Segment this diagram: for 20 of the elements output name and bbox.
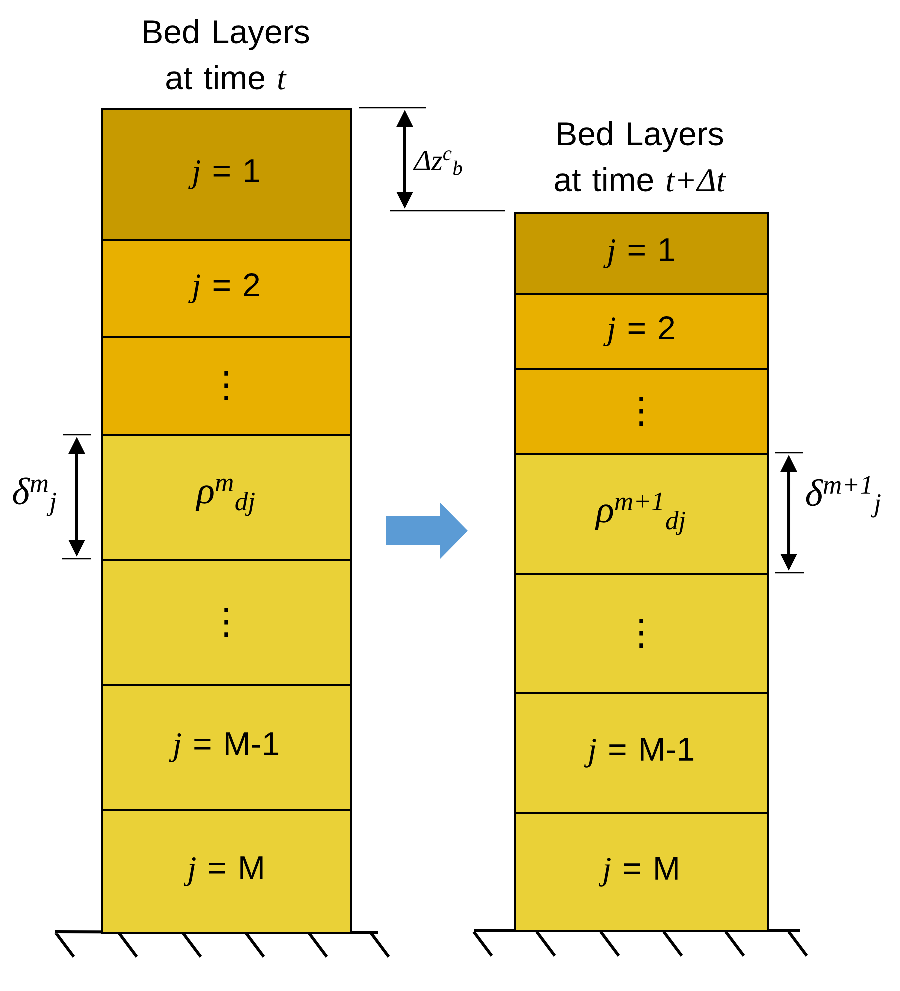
bed-layer: j = M <box>101 809 352 934</box>
bed-layer: j = 2 <box>514 293 769 370</box>
dimension-label: Δz$^{c}$b <box>413 150 462 176</box>
bed-layer: ρ$^{m+1}$dj <box>514 453 769 575</box>
bed-layer: ρ$^{m}$dj <box>101 434 352 561</box>
block-arrow <box>386 502 468 560</box>
bed-layer: j = 1 <box>101 108 352 241</box>
bed-layer: j = M <box>514 812 769 932</box>
column-heading: Bed Layers at time t <box>144 20 310 90</box>
bed-layer: ⋮ <box>101 336 352 436</box>
dimension-label: δ$^{m+1}$j <box>806 476 881 518</box>
bed-layer: ⋮ <box>514 368 769 455</box>
bed-layer: j = M-1 <box>514 692 769 814</box>
bed-layer: ⋮ <box>101 559 352 686</box>
bed-layer: ⋮ <box>514 573 769 694</box>
column-heading: Bed Layers at time t+Δt <box>555 122 726 192</box>
bed-layer: j = 2 <box>101 239 352 338</box>
dimension-label: δ$^{m}$j <box>13 478 56 516</box>
bed-layer: j = M-1 <box>101 684 352 811</box>
bed-layer: j = 1 <box>514 212 769 295</box>
